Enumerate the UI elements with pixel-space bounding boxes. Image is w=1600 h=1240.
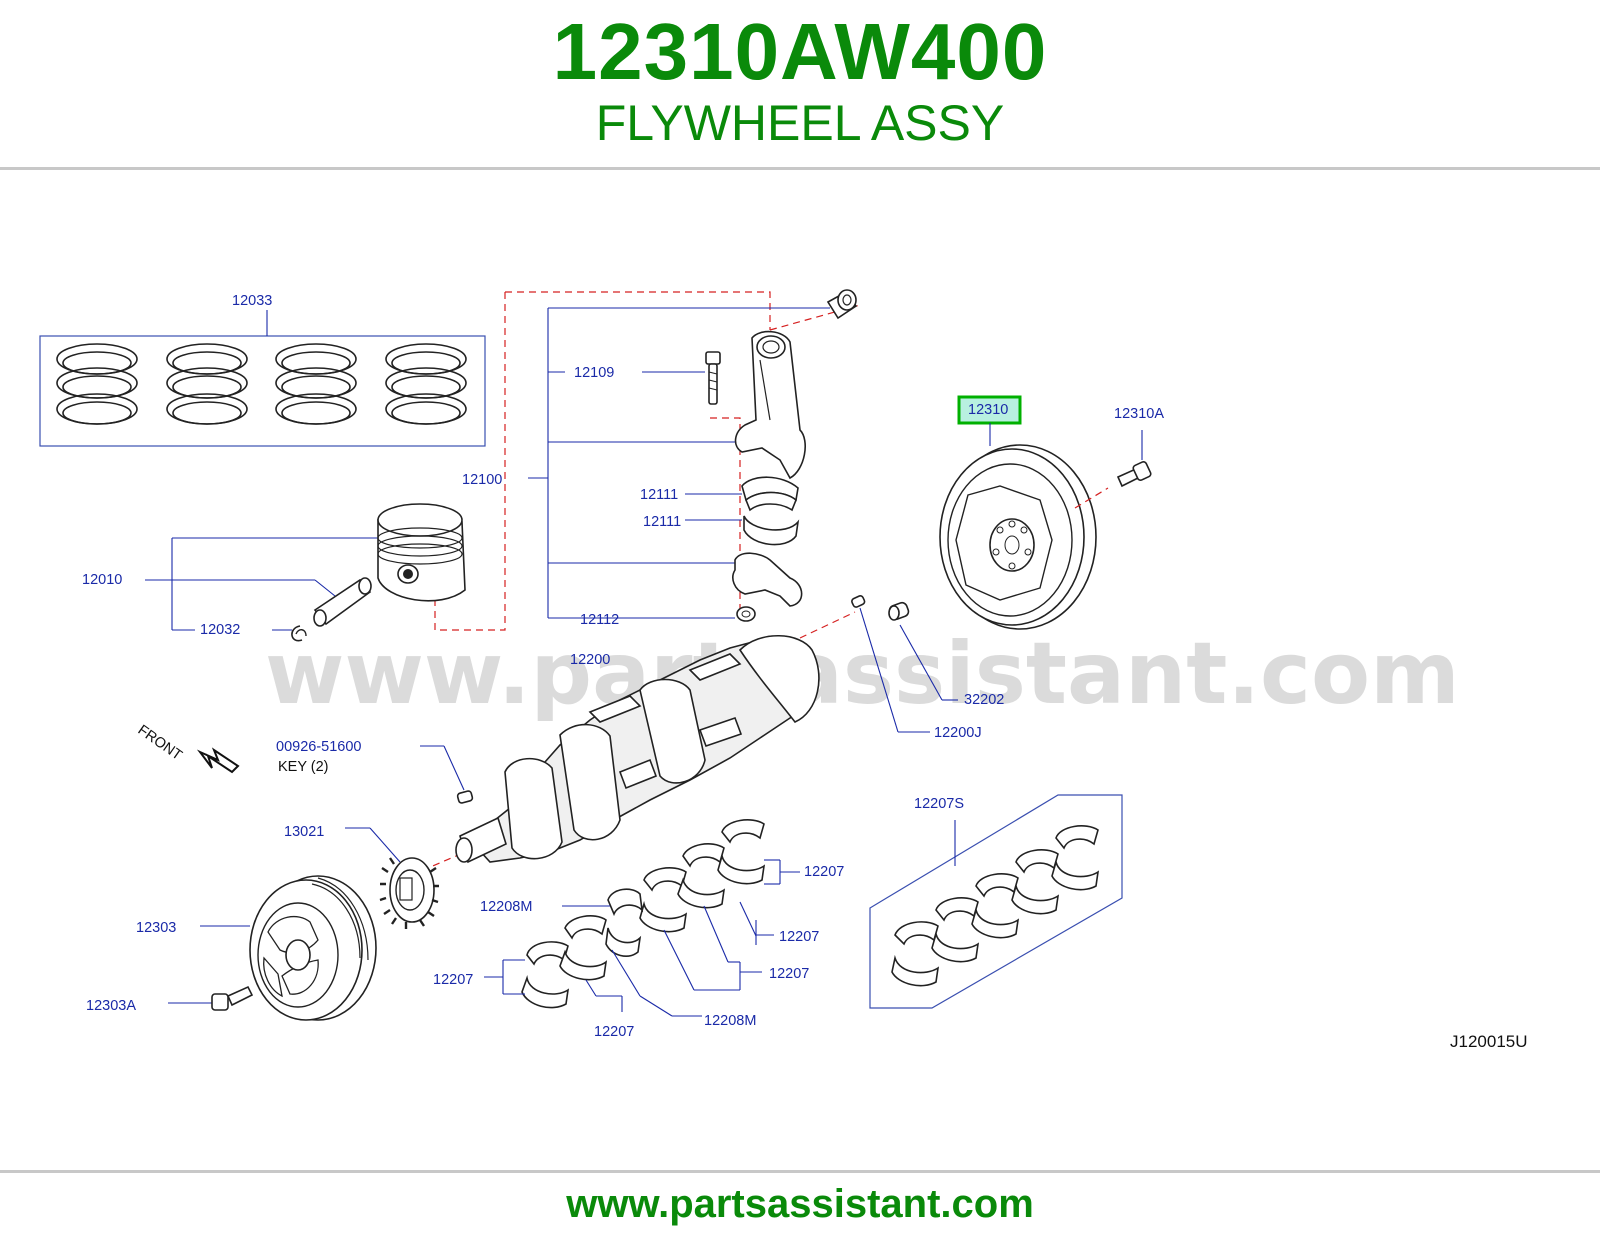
woodruff-key — [456, 790, 474, 804]
part-name-subtitle: FLYWHEEL ASSY — [595, 95, 1005, 151]
front-label: FRONT — [135, 722, 185, 764]
page-header: 12310AW400 FLYWHEEL ASSY — [0, 0, 1600, 168]
label-12111-upper: 12111 — [640, 487, 678, 503]
rod-bearing-lower — [743, 515, 800, 546]
diagram-reference-code: J120015U — [1450, 1032, 1528, 1051]
label-12208M-b: 12208M — [704, 1013, 756, 1029]
piston-ring-sets — [56, 343, 467, 425]
label-12033: 12033 — [232, 293, 272, 309]
label-12207-e: 12207 — [594, 1024, 634, 1040]
label-12200: 12200 — [570, 652, 610, 668]
crank-pulley — [249, 875, 377, 1021]
label-12032: 12032 — [200, 622, 240, 638]
label-12207-c: 12207 — [769, 966, 809, 982]
rod-cap — [732, 552, 803, 622]
crankshaft-pilot-bushing — [888, 601, 910, 621]
label-12010: 12010 — [82, 572, 122, 588]
label-12207-a: 12207 — [804, 864, 844, 880]
pulley-bolt — [211, 985, 254, 1011]
label-12100: 12100 — [462, 472, 502, 488]
label-12207S: 12207S — [914, 796, 964, 812]
flywheel-bolt — [1116, 460, 1152, 488]
front-arrow-icon — [196, 747, 240, 774]
rod-bolt — [705, 351, 721, 405]
main-bearing-set — [521, 819, 766, 1009]
label-12109: 12109 — [574, 365, 614, 381]
label-12207-b: 12207 — [779, 929, 819, 945]
flywheel-assy — [939, 444, 1097, 630]
label-12303: 12303 — [136, 920, 176, 936]
label-00926-51600: 00926-51600 — [276, 739, 361, 755]
rod-bearing-upper — [741, 476, 799, 512]
label-12112: 12112 — [580, 612, 619, 628]
label-12111-lower: 12111 — [643, 514, 681, 530]
watermark-text: www.partsassistant.com — [265, 624, 1460, 724]
label-12207-d: 12207 — [433, 972, 473, 988]
highlight-box-12310 — [957, 395, 1022, 425]
thrust-bearing — [605, 888, 644, 957]
label-12310A: 12310A — [1114, 406, 1164, 422]
label-12310: 12310 — [968, 402, 1008, 418]
label-12200J: 12200J — [934, 725, 982, 741]
piston — [377, 503, 466, 602]
label-13021: 13021 — [284, 824, 324, 840]
footer-divider — [0, 1170, 1600, 1173]
connecting-rod — [734, 330, 806, 480]
key-note: KEY (2) — [278, 759, 329, 775]
header-divider — [0, 167, 1600, 170]
piston-pin — [313, 577, 372, 627]
piston-rings-box — [39, 335, 486, 447]
bearing-kit-box — [869, 794, 1123, 1009]
label-32202: 32202 — [964, 692, 1004, 708]
label-12208M-a: 12208M — [480, 899, 532, 915]
crankshaft-sprocket — [379, 857, 439, 929]
label-12303A: 12303A — [86, 998, 136, 1014]
dowel-pin — [851, 595, 866, 608]
footer-website-url[interactable]: www.partsassistant.com — [566, 1182, 1034, 1226]
piston-pin-bushing — [826, 289, 858, 320]
bearing-kit-shells — [891, 825, 1100, 987]
part-number-title: 12310AW400 — [552, 7, 1048, 96]
snap-ring — [291, 625, 307, 642]
crankshaft — [455, 634, 820, 864]
